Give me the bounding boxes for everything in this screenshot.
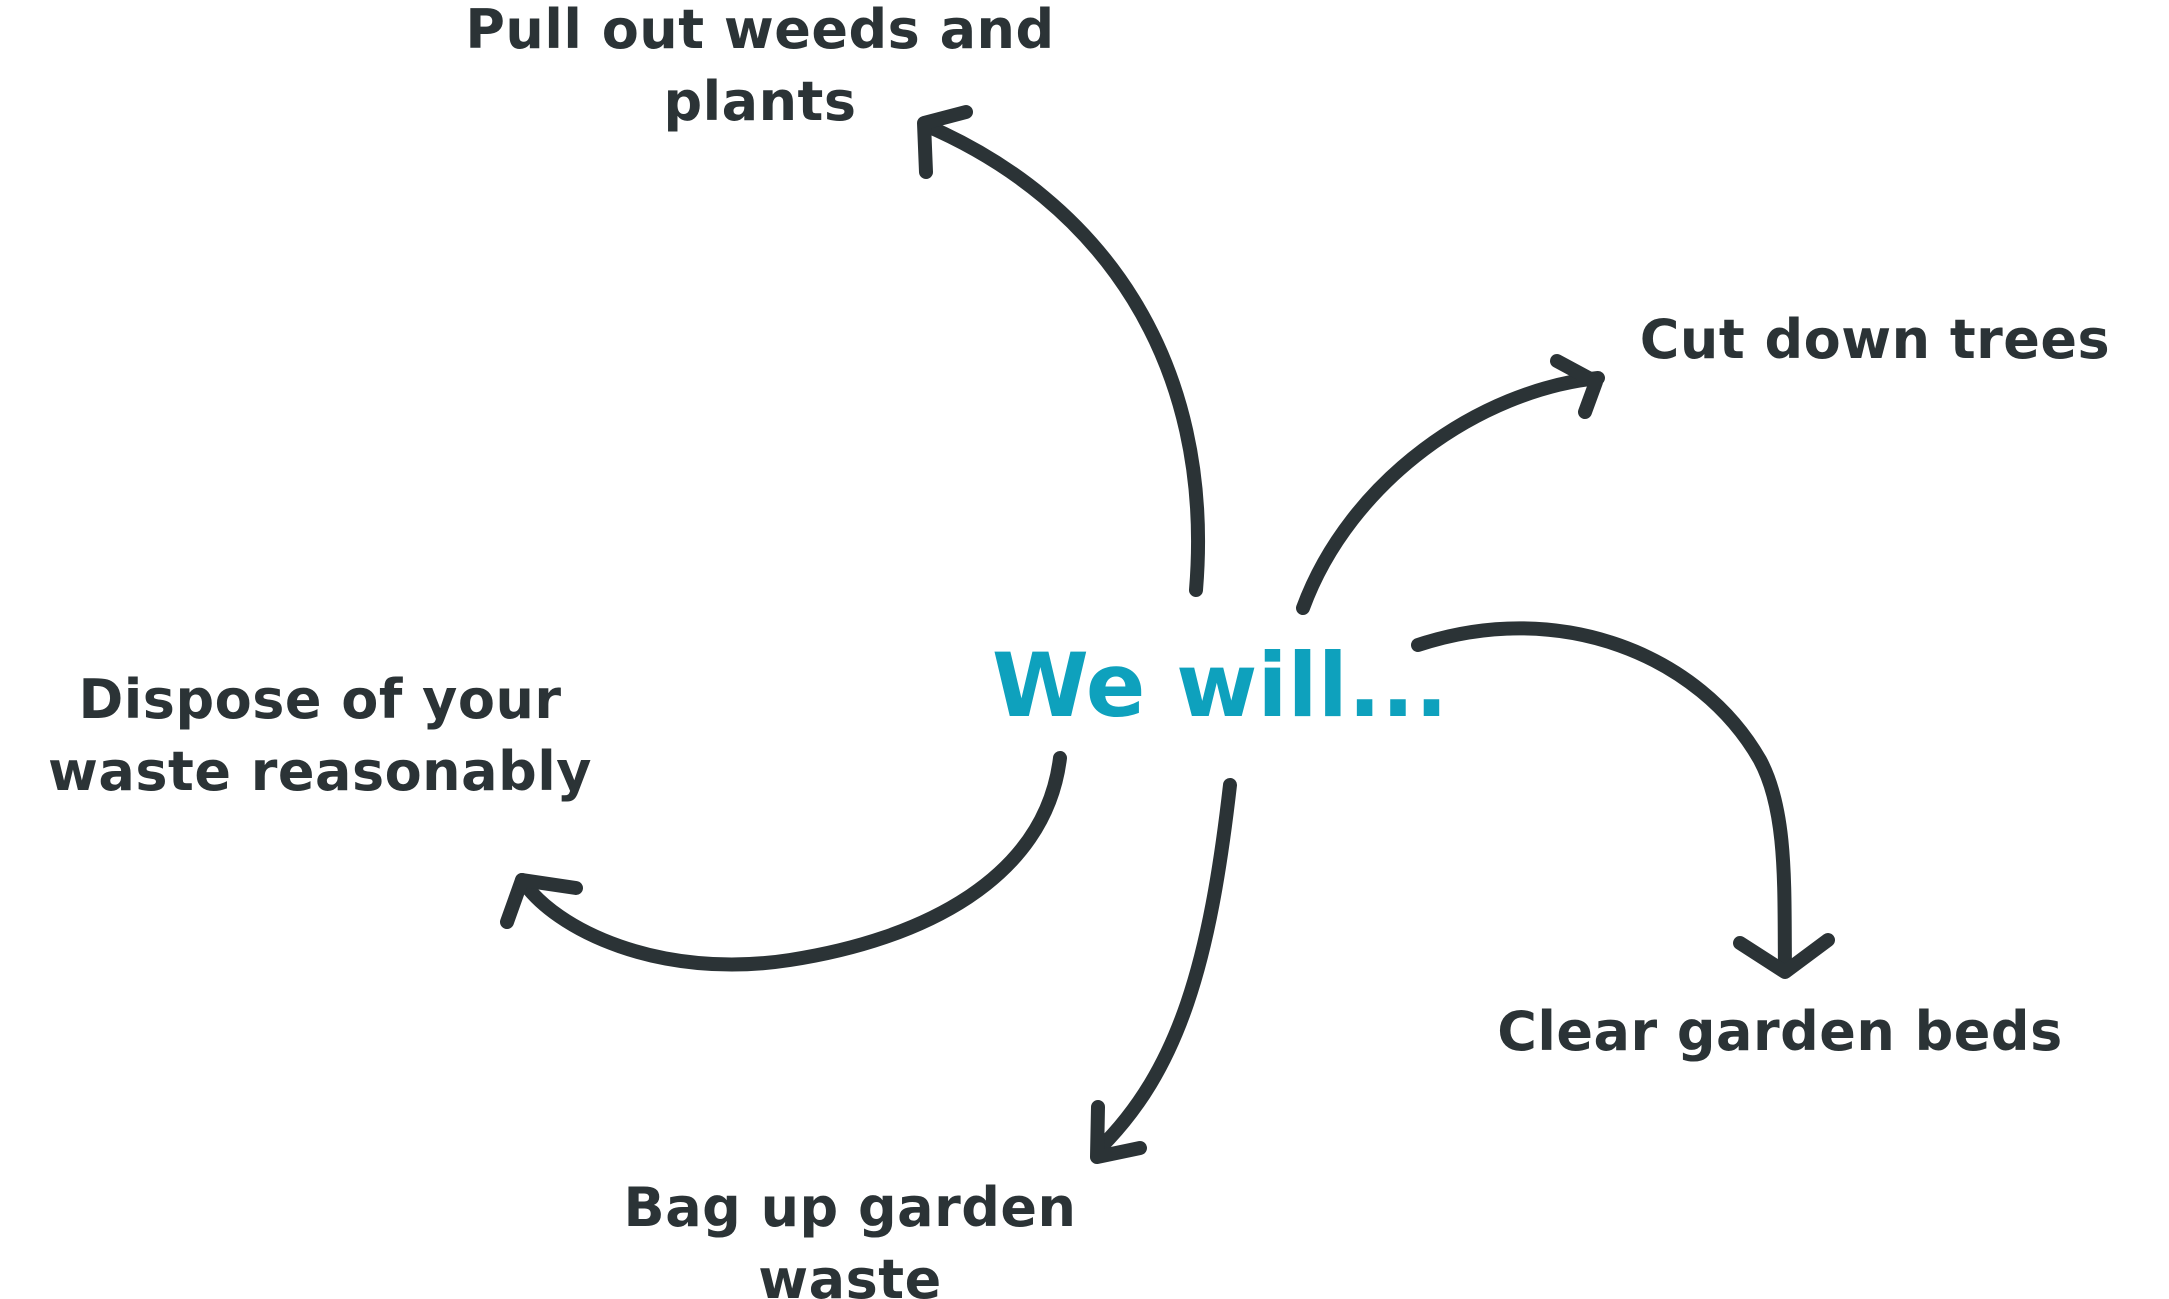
topic-dispose-of-waste-line-2: waste reasonably (48, 740, 592, 803)
arrow-to-dispose-head (500, 873, 583, 929)
center-topic: We will... (990, 636, 1450, 736)
topic-bag-up-garden-waste-line-2: waste (758, 1248, 942, 1299)
topic-bag-up-garden-waste: Bag up garden waste (560, 1172, 1140, 1299)
arrow-to-weeds (917, 105, 1206, 597)
topic-bag-up-garden-waste-line-1: Bag up garden (623, 1176, 1077, 1239)
arrow-to-trees-shaft (1296, 371, 1605, 615)
topic-pull-out-weeds-line-2: plants (663, 70, 857, 133)
topic-cut-down-trees: Cut down trees (1605, 304, 2145, 376)
arrow-to-beds (1411, 621, 1835, 979)
topic-clear-garden-beds-line-1: Clear garden beds (1497, 1000, 2063, 1063)
arrow-to-bag-head (1090, 1100, 1147, 1164)
arrow-to-bag (1090, 778, 1237, 1164)
topic-clear-garden-beds: Clear garden beds (1460, 996, 2100, 1068)
arrow-to-beds-shaft (1411, 621, 1792, 977)
arrow-to-trees (1296, 354, 1605, 615)
topic-dispose-of-waste: Dispose of your waste reasonably (0, 664, 640, 808)
arrow-to-dispose (500, 751, 1067, 972)
arrow-to-beds-head (1733, 933, 1835, 979)
center-topic-text: We will... (991, 634, 1449, 737)
topic-pull-out-weeds-line-1: Pull out weeds and (465, 0, 1055, 61)
topic-cut-down-trees-line-1: Cut down trees (1639, 308, 2111, 371)
arrow-to-trees-head (1550, 354, 1603, 419)
topic-dispose-of-waste-line-1: Dispose of your (78, 668, 562, 731)
arrow-to-dispose-shaft (515, 751, 1067, 972)
arrow-to-bag-shaft (1091, 778, 1237, 1157)
arrow-to-weeds-head (917, 105, 973, 179)
arrow-to-weeds-shaft (918, 118, 1206, 597)
topic-pull-out-weeds: Pull out weeds and plants (410, 0, 1110, 138)
